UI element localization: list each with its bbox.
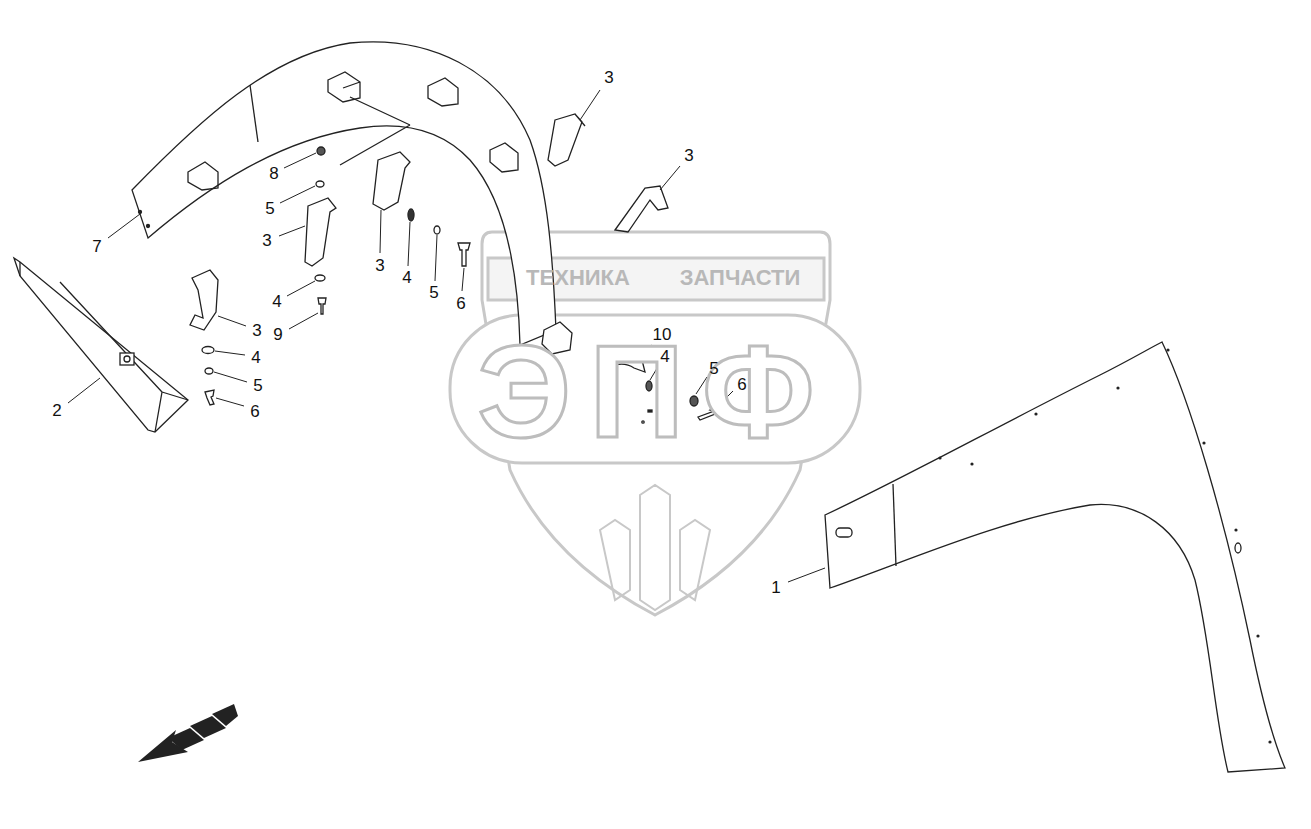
callout-number: 5 [429, 284, 438, 301]
callout-number: 7 [92, 238, 101, 255]
callout-number: 5 [253, 377, 262, 394]
callout-number: 1 [771, 579, 780, 596]
callout-number: 5 [709, 360, 718, 377]
callout-number: 2 [52, 402, 61, 419]
direction-arrow [138, 704, 238, 762]
callout-number: 3 [375, 257, 384, 274]
parts [14, 42, 1285, 772]
callout-number: 10 [653, 326, 672, 343]
callout-number: 9 [273, 326, 282, 343]
callout-number: 6 [456, 295, 465, 312]
callout-number: 4 [402, 269, 411, 286]
callout-number: 6 [250, 403, 259, 420]
callout-number: 4 [272, 293, 281, 310]
watermark-text: ЗАПЧАСТИ [680, 267, 801, 289]
callout-number: 4 [251, 349, 260, 366]
watermark-text: ТЕХНИКА [526, 267, 630, 289]
callout-number: 3 [262, 232, 271, 249]
callout-number: 3 [684, 147, 693, 164]
callout-number: 5 [265, 200, 274, 217]
watermark-text: ЭПФ [477, 326, 832, 458]
callout-number: 6 [737, 376, 746, 393]
watermark-shield [450, 232, 860, 615]
callout-number: 4 [660, 348, 669, 365]
callout-number: 8 [269, 165, 278, 182]
callout-number: 3 [252, 322, 261, 339]
callout-number: 3 [604, 69, 613, 86]
